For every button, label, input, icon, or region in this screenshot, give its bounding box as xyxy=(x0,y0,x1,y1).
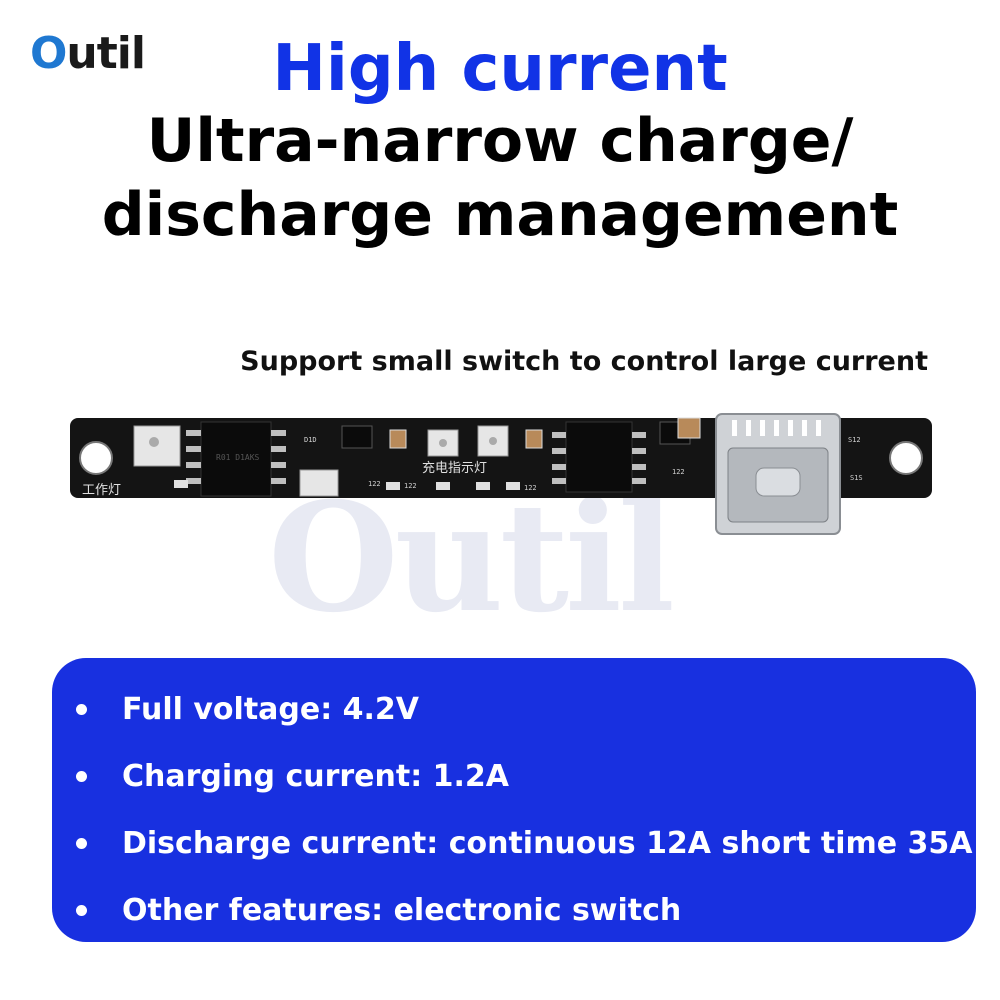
bullet-icon xyxy=(76,838,87,849)
subhead: Ultra-narrow charge/ discharge managemen… xyxy=(0,104,1000,252)
svg-text:D1D: D1D xyxy=(304,436,317,444)
subhead-line-2: discharge management xyxy=(101,180,899,250)
feature-item: Full voltage: 4.2V xyxy=(52,676,976,743)
mounting-hole-right xyxy=(890,442,922,474)
bullet-icon xyxy=(76,905,87,916)
tagline: Support small switch to control large cu… xyxy=(240,346,928,377)
pcb-board-image: R01 D1AKS 工作灯 充电指示灯 D1D 122 122 122 122 … xyxy=(70,413,932,535)
watermark: Outil xyxy=(268,470,675,646)
svg-text:122: 122 xyxy=(524,484,537,492)
svg-text:S1S: S1S xyxy=(850,474,863,482)
subhead-line-1: Ultra-narrow charge/ xyxy=(146,106,854,176)
headline: High current xyxy=(272,32,728,106)
capacitor xyxy=(677,417,701,439)
bullet-icon xyxy=(76,771,87,782)
controller-chip xyxy=(565,421,633,493)
chip-marking: R01 D1AKS xyxy=(216,453,260,462)
solder-pad xyxy=(427,429,459,457)
feature-item: Other features: electronic switch xyxy=(52,877,976,944)
feature-item: Charging current: 1.2A xyxy=(52,743,976,810)
mounting-hole-left xyxy=(80,442,112,474)
label-charge-indicator: 充电指示灯 xyxy=(422,460,487,476)
svg-text:122: 122 xyxy=(368,480,381,488)
solder-pad xyxy=(299,469,339,497)
brand-logo: Outil xyxy=(30,28,146,79)
feature-item: Discharge current: continuous 12A short … xyxy=(52,810,976,877)
svg-text:122: 122 xyxy=(672,468,685,476)
capacitor xyxy=(525,429,543,449)
mosfet-chip-left xyxy=(200,421,272,497)
features-panel: Full voltage: 4.2V Charging current: 1.2… xyxy=(52,658,976,942)
svg-text:S12: S12 xyxy=(848,436,861,444)
capacitor xyxy=(389,429,407,449)
label-work-light: 工作灯 xyxy=(82,483,121,498)
small-transistor xyxy=(341,425,373,449)
bullet-icon xyxy=(76,704,87,715)
svg-text:122: 122 xyxy=(404,482,417,490)
feature-list: Full voltage: 4.2V Charging current: 1.2… xyxy=(52,658,976,944)
